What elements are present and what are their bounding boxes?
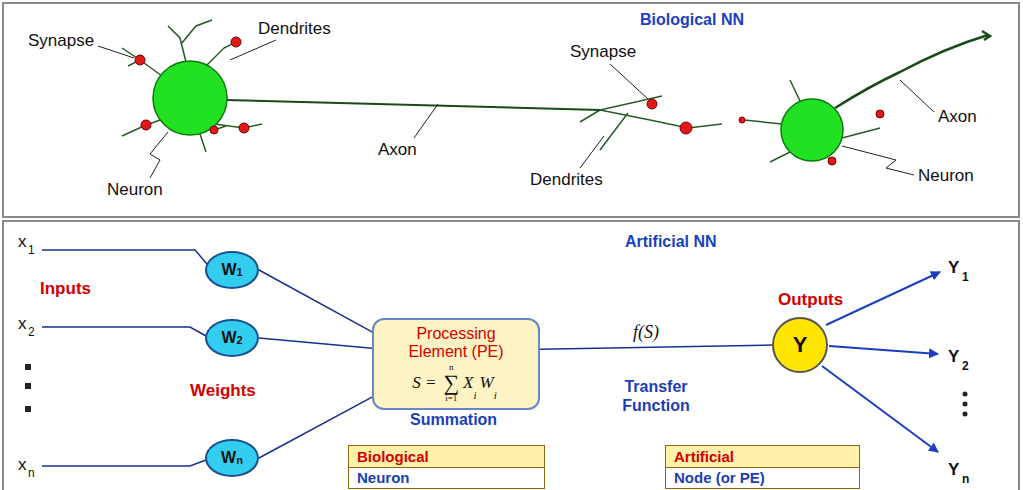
transfer-function: f(S)	[633, 322, 659, 343]
part-label: Neuron	[918, 166, 974, 186]
part-label: Neuron	[107, 180, 163, 200]
bio-panel	[3, 3, 1019, 217]
input-index: n	[28, 466, 35, 480]
leader-lines	[98, 40, 934, 178]
table-header: Biological	[349, 446, 544, 468]
connector-line	[540, 345, 772, 349]
output-index: n	[962, 472, 969, 486]
part-label: Dendrites	[258, 19, 331, 39]
processing-element: Processing Element (PE)S =n∑i=1XiWi	[372, 318, 540, 410]
group-label: Outputs	[778, 290, 843, 310]
output-name: Y	[793, 332, 808, 358]
stage-label: Transfer Function	[614, 377, 698, 415]
input-name: x	[18, 314, 27, 334]
input-index: 2	[28, 325, 35, 339]
output-index: 1	[962, 270, 969, 284]
weight-name: W	[221, 261, 236, 279]
input-name: x	[18, 455, 27, 475]
sum-sign: n∑i=1	[443, 363, 459, 403]
table-cell: BiologicalNeuron	[348, 445, 545, 489]
neuron-body	[781, 99, 843, 161]
part-label: Synapse	[570, 42, 636, 62]
sum-upper: n	[449, 363, 454, 372]
panel-title: Biological NN	[640, 10, 744, 30]
output-index: 2	[962, 359, 969, 373]
weight-index: 1	[236, 266, 242, 278]
output-name: Y	[948, 460, 959, 480]
pe-heading: Processing Element (PE)	[392, 325, 520, 361]
table-value: Node (or PE)	[666, 468, 859, 488]
ann-panel	[3, 221, 1019, 490]
table-cell: ArtificialNode (or PE)	[665, 445, 860, 489]
formula-symbol: S =	[412, 373, 436, 393]
formula-index: i	[474, 389, 477, 401]
axon	[227, 100, 600, 110]
weight-circle: W2	[205, 319, 259, 357]
group-label: Inputs	[40, 279, 91, 299]
output-name: Y	[948, 347, 959, 367]
dendrites	[122, 20, 880, 162]
synapse-dots	[135, 37, 884, 165]
formula-symbol: X	[463, 373, 473, 393]
part-label: Axon	[378, 140, 417, 160]
weight-index: n	[236, 454, 243, 466]
formula-symbol: W	[480, 373, 494, 393]
part-label: Synapse	[28, 31, 94, 51]
panel-title: Artificial NN	[625, 232, 717, 252]
stage-label: Summation	[410, 410, 497, 430]
table-header: Artificial	[666, 446, 859, 468]
axon	[835, 31, 990, 108]
weight-index: 2	[236, 334, 242, 346]
group-label: Weights	[190, 381, 256, 401]
weight-circle: Wn	[205, 439, 259, 477]
input-index: 1	[28, 243, 35, 257]
sum-sign: ∑	[443, 372, 459, 394]
weight-name: W	[221, 329, 236, 347]
output-name: Y	[948, 258, 959, 278]
weight-name: W	[221, 449, 236, 467]
table-value: Neuron	[349, 468, 544, 488]
connector-line	[259, 338, 372, 348]
input-name: x	[18, 232, 27, 252]
output-circle: Y	[772, 317, 828, 373]
neuron-body	[153, 61, 227, 135]
formula-index: i	[494, 389, 497, 401]
summation-formula: S =n∑i=1XiWi	[412, 363, 500, 403]
part-label: Dendrites	[530, 170, 603, 190]
weight-circle: W1	[205, 251, 259, 289]
sum-lower: i=1	[445, 394, 457, 403]
part-label: Axon	[938, 107, 977, 127]
connector-line	[259, 270, 372, 332]
